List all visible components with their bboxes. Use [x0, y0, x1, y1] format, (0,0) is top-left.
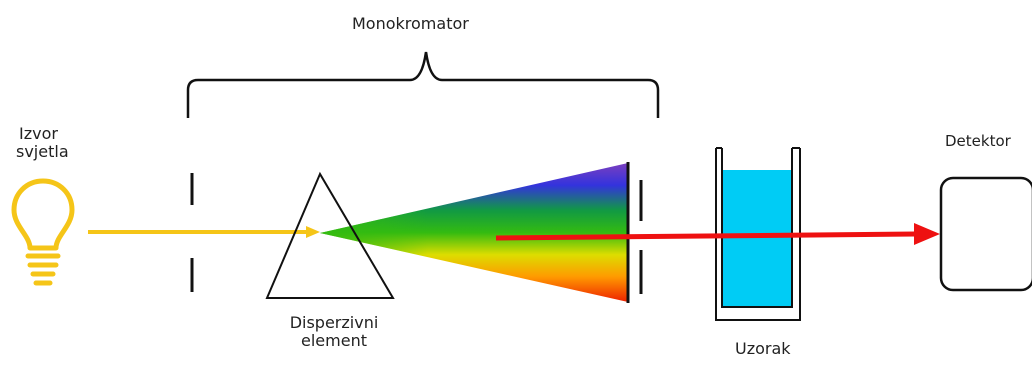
exit-slit — [626, 162, 643, 303]
monochromator-label: Monokromator — [352, 14, 469, 33]
monochromatic-beam — [495, 223, 940, 245]
sample-label: Uzorak — [735, 339, 791, 358]
lightbulb-icon — [11, 178, 75, 286]
light-source-label-line2: svjetla — [16, 142, 69, 161]
dispersive-element-label-line1: Disperzivni — [289, 313, 379, 332]
light-source-label-line1: Izvor — [19, 124, 58, 143]
detector-box — [939, 176, 1032, 292]
monochromator-brace — [186, 51, 660, 118]
dispersive-element-label-line2: element — [301, 331, 367, 350]
detector-label: Detektor — [945, 132, 1011, 150]
dispersed-spectrum — [320, 163, 628, 302]
prism-icon — [265, 171, 395, 299]
sample-cuvette — [715, 147, 801, 321]
incident-light-beam — [88, 226, 320, 238]
